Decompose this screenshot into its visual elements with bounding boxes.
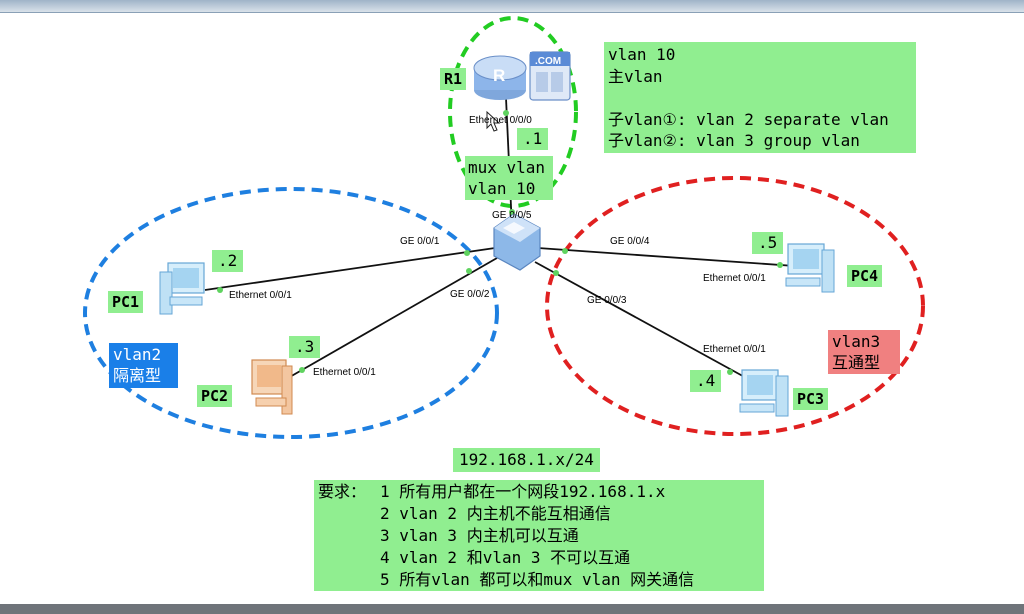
pc1-port-label: Ethernet 0/0/1 [229, 290, 292, 301]
main-vlan-label: 主vlan [608, 66, 663, 86]
link-switch-pc3 [534, 261, 751, 381]
pc3-port-label: Ethernet 0/0/1 [703, 344, 766, 355]
link-switch-pc1 [204, 247, 496, 291]
requirement-item: 2 vlan 2 内主机不能互相通信 [380, 504, 611, 523]
main-vlan-id: vlan 10 [608, 45, 676, 64]
vlan3-label-line1: vlan3 [832, 332, 881, 351]
mux-vlan-line1: mux vlan [468, 158, 546, 177]
vlan2-label-line2: 隔离型 [113, 366, 162, 385]
sub-vlan-1: 子vlan①: vlan 2 separate vlan [608, 109, 889, 129]
requirement-item: 3 vlan 3 内主机可以互通 [380, 526, 579, 545]
pc2-port-label: Ethernet 0/0/1 [313, 367, 376, 378]
pc2-ip: .3 [289, 336, 321, 358]
switch-ge2-label: GE 0/0/2 [450, 289, 490, 300]
r1-ip: .1 [517, 128, 549, 150]
pc1-icon[interactable] [159, 262, 205, 315]
requirements-list: 1 所有用户都在一个网段192.168.1.x 2 vlan 2 内主机不能互相… [380, 481, 694, 591]
link-endpoints [217, 110, 783, 375]
switch-ge5-label: GE 0/0/5 [492, 210, 532, 221]
vlan2-label-line1: vlan2 [113, 345, 162, 364]
r1-label: R1 [440, 68, 467, 90]
sub-vlan-2: 子vlan②: vlan 3 group vlan [608, 131, 860, 150]
switch-ge4-label: GE 0/0/4 [610, 236, 650, 247]
router-icon[interactable] [473, 51, 571, 101]
spacer [608, 87, 916, 109]
switch-icon[interactable] [493, 213, 541, 271]
pc3-label: PC3 [793, 388, 829, 410]
r1-port-label: Ethernet 0/0/0 [469, 115, 532, 126]
mux-vlan-ellipse [448, 16, 578, 208]
pc4-icon[interactable] [785, 243, 835, 293]
requirements-box: 要求： 1 所有用户都在一个网段192.168.1.x 2 vlan 2 内主机… [314, 480, 764, 591]
switch-ge1-label: GE 0/0/1 [400, 236, 440, 247]
pc3-icon[interactable] [739, 369, 789, 417]
mouse-cursor-icon [486, 110, 501, 132]
router-com-label: .COM [535, 56, 561, 67]
router-letter: R [493, 66, 505, 85]
pc1-label: PC1 [108, 291, 144, 313]
requirement-item: 4 vlan 2 和vlan 3 不可以互通 [380, 548, 631, 567]
pc4-label: PC4 [847, 265, 883, 287]
vlan-info-box: vlan 10 主vlan 子vlan①: vlan 2 separate vl… [604, 42, 916, 153]
vlan2-ellipse [83, 187, 499, 439]
vlan2-label-box: vlan2 隔离型 [109, 343, 178, 388]
requirement-item: 1 所有用户都在一个网段192.168.1.x [380, 482, 666, 501]
pc2-icon[interactable] [251, 359, 293, 415]
subnet-label: 192.168.1.x/24 [453, 448, 600, 472]
pc4-port-label: Ethernet 0/0/1 [703, 273, 766, 284]
requirement-item: 5 所有vlan 都可以和mux vlan 网关通信 [380, 570, 695, 589]
pc1-ip: .2 [212, 250, 244, 272]
pc2-label: PC2 [197, 385, 233, 407]
switch-ge3-label: GE 0/0/3 [587, 295, 627, 306]
link-switch-pc2 [287, 257, 498, 379]
link-switch-pc4 [537, 247, 796, 267]
requirements-label: 要求： [318, 482, 367, 501]
pc4-ip: .5 [752, 232, 784, 254]
mux-vlan-line2: vlan 10 [468, 179, 536, 198]
mux-vlan-box: mux vlan vlan 10 [465, 156, 553, 200]
links [204, 97, 796, 381]
window-bottom-bar [0, 604, 1024, 614]
vlan3-label-line2: 互通型 [832, 353, 881, 372]
vlan3-label-box: vlan3 互通型 [828, 330, 900, 374]
vlan3-ellipse [545, 176, 925, 436]
pc3-ip: .4 [690, 370, 722, 392]
window-top-bar [0, 0, 1024, 13]
